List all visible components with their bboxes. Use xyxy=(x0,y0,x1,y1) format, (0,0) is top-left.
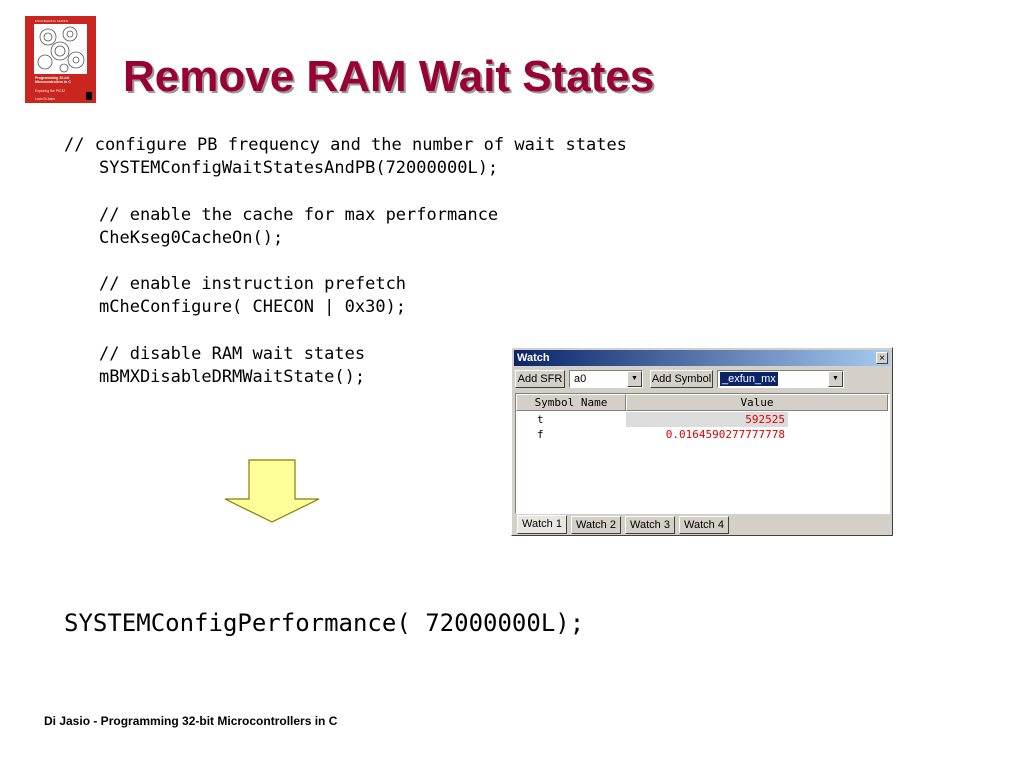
code-blank-line xyxy=(64,250,627,273)
symbol-value: 592525 xyxy=(626,412,788,427)
book-cover-title: Programming 32-bit Microcontrollers in C xyxy=(35,76,71,85)
replacement-call: SYSTEMConfigPerformance( 72000000L); xyxy=(64,609,585,637)
table-row[interactable]: f 0.0164590277777778 xyxy=(516,427,889,442)
tab-watch-4[interactable]: Watch 4 xyxy=(679,516,729,534)
book-cover-author: Lucio Di Jasio xyxy=(35,97,55,101)
down-arrow-icon xyxy=(224,459,320,523)
book-cover-subtitle: Exploring the PIC32 xyxy=(35,89,66,93)
watch-title: Watch xyxy=(517,352,550,364)
book-cover-image: ENGINEERING SERIES Programming 32-bit Mi… xyxy=(25,16,96,103)
symbol-name: f xyxy=(537,428,544,441)
close-icon[interactable]: × xyxy=(876,352,888,364)
code-line: // enable the cache for max performance xyxy=(99,204,499,225)
watch-title-bar[interactable]: Watch × xyxy=(514,350,890,366)
book-cover-artwork xyxy=(34,24,87,74)
add-symbol-button[interactable]: Add Symbol xyxy=(650,370,713,388)
publisher-logo-icon xyxy=(86,92,92,100)
code-line: mBMXDisableDRMWaitState(); xyxy=(99,366,366,387)
slide-title: Remove RAM Wait States xyxy=(123,52,655,101)
code-line: // enable instruction prefetch xyxy=(99,274,407,295)
tab-watch-2[interactable]: Watch 2 xyxy=(571,516,621,534)
chevron-down-icon[interactable]: ▼ xyxy=(627,371,642,387)
symbol-select[interactable]: _exfun_mx ▼ xyxy=(717,370,844,388)
symbol-select-value: _exfun_mx xyxy=(720,372,778,386)
code-block: // configure PB frequency and the number… xyxy=(64,134,627,389)
table-row[interactable]: t 592525 xyxy=(516,412,889,427)
code-blank-line xyxy=(64,180,627,203)
slide-footer: Di Jasio - Programming 32-bit Microcontr… xyxy=(44,714,338,728)
code-line: mCheConfigure( CHECON | 0x30); xyxy=(99,297,407,318)
add-sfr-button[interactable]: Add SFR xyxy=(515,370,565,388)
column-header-symbol[interactable]: Symbol Name xyxy=(516,394,626,411)
code-blank-line xyxy=(64,320,627,343)
column-header-value[interactable]: Value xyxy=(626,394,888,411)
symbol-name: t xyxy=(537,413,544,426)
watch-window: Watch × Add SFR a0 ▼ Add Symbol _exfun_m… xyxy=(511,347,893,536)
fractal-art-icon xyxy=(37,26,85,73)
watch-grid: Symbol Name Value t 592525 f 0.016459027… xyxy=(515,393,890,514)
code-line: SYSTEMConfigWaitStatesAndPB(72000000L); xyxy=(99,158,499,179)
code-line: // configure PB frequency and the number… xyxy=(64,135,627,155)
code-line: CheKseg0CacheOn(); xyxy=(99,227,284,248)
sfr-select-value: a0 xyxy=(574,373,587,385)
chevron-down-icon[interactable]: ▼ xyxy=(828,371,843,387)
code-line: // disable RAM wait states xyxy=(99,343,366,364)
sfr-select[interactable]: a0 ▼ xyxy=(569,370,643,388)
symbol-value: 0.0164590277777778 xyxy=(665,428,785,441)
tab-watch-1[interactable]: Watch 1 xyxy=(517,515,567,534)
tab-watch-3[interactable]: Watch 3 xyxy=(625,516,675,534)
book-cover-series: ENGINEERING SERIES xyxy=(35,19,68,23)
